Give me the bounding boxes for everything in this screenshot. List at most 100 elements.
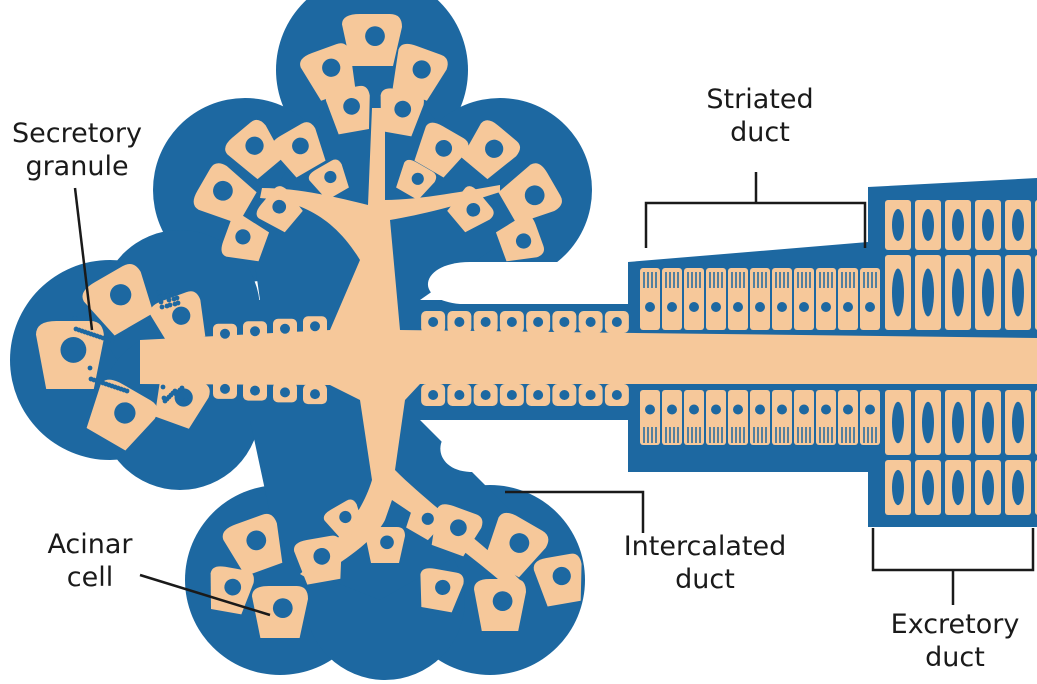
intercalated-duct-label: Intercalated duct	[605, 530, 805, 596]
excretory-cell-nucleus	[982, 209, 994, 241]
intercalated-cell-nucleus	[428, 317, 438, 327]
intercalated-cell-nucleus	[454, 390, 464, 400]
striated-cell	[860, 390, 880, 445]
striated-cell-nucleus	[843, 302, 853, 312]
striated-cell-nucleus	[689, 302, 699, 312]
excretory-cell	[1005, 255, 1031, 330]
striated-cell-body	[860, 390, 880, 445]
excretory-cell-nucleus	[982, 470, 994, 505]
intercalated-cell	[243, 321, 267, 341]
excretory-cell	[885, 200, 911, 250]
striated-cell-body	[750, 268, 770, 330]
striated-cell-body	[640, 268, 660, 330]
excretory-cell	[945, 200, 971, 250]
excretory-cell-nucleus	[982, 402, 994, 444]
striated-cell-nucleus	[645, 405, 655, 415]
acinar-cell	[474, 579, 526, 631]
granule-dot	[73, 316, 78, 321]
striated-cell-nucleus	[777, 405, 787, 415]
striated-cell-body	[772, 268, 792, 330]
intercalated-cell	[421, 311, 445, 333]
striated-cell-nucleus	[711, 302, 721, 312]
striated-cell-nucleus	[733, 302, 743, 312]
striated-cell	[706, 268, 726, 330]
intercalated-cell-nucleus	[533, 390, 543, 400]
acinar-cell-nucleus	[365, 26, 385, 46]
intercalated-cell-nucleus	[310, 321, 320, 331]
striated-cell	[838, 268, 858, 330]
intercalated-cell	[500, 384, 524, 406]
granule-dot	[173, 389, 178, 394]
striated-cell	[640, 390, 660, 445]
intercalated-cell-nucleus	[612, 390, 622, 400]
intercalated-cell-nucleus	[507, 390, 517, 400]
striated-cell-body	[816, 268, 836, 330]
striated-cell-nucleus	[645, 302, 655, 312]
striated-cell-body	[794, 268, 814, 330]
granule-dot	[184, 398, 189, 403]
excretory-cell	[975, 460, 1001, 515]
granule-dot	[160, 305, 165, 310]
intercalated-cell	[500, 311, 524, 333]
granule-dot	[157, 290, 162, 295]
striated-cell	[684, 268, 704, 330]
striated-cell-body	[640, 390, 660, 445]
excretory-cell-nucleus	[922, 470, 934, 505]
excretory-cell	[1005, 390, 1031, 455]
excretory-cell	[1005, 460, 1031, 515]
intercalated-cell	[605, 384, 629, 406]
intercalated-cell-nucleus	[559, 390, 569, 400]
acinar-cell-label: Acinar cell	[30, 528, 150, 594]
striated-cell	[816, 268, 836, 330]
striated-cell	[728, 390, 748, 445]
intercalated-cell-nucleus	[280, 387, 290, 397]
striated-cell-nucleus	[799, 405, 809, 415]
striated-cell-nucleus	[777, 302, 787, 312]
striated-cell	[816, 390, 836, 445]
secretory-granule-label-line1: Secretory	[2, 117, 152, 150]
excretory-cell-nucleus	[1012, 269, 1024, 317]
striated-cell	[772, 268, 792, 330]
intercalated-duct-label-line1: Intercalated	[605, 530, 805, 563]
excretory-cell	[975, 255, 1001, 330]
intercalated-cell-nucleus	[250, 386, 260, 396]
granule-dot	[166, 293, 171, 298]
excretory-cell-nucleus	[1012, 209, 1024, 241]
excretory-cell	[885, 460, 911, 515]
excretory-duct-label: Excretory duct	[875, 608, 1035, 674]
excretory-cell	[945, 255, 971, 330]
intercalated-cell-nucleus	[310, 389, 320, 399]
intercalated-cell	[552, 311, 576, 333]
intercalated-cell-nucleus	[454, 317, 464, 327]
intercalated-cell-nucleus	[533, 317, 543, 327]
intercalated-cell-nucleus	[220, 329, 230, 339]
intercalated-cell	[526, 311, 550, 333]
intercalated-cell	[273, 319, 297, 339]
striated-cell	[794, 390, 814, 445]
excretory-cell	[915, 200, 941, 250]
acinar-cell-nucleus	[60, 337, 86, 363]
striated-cell-body	[750, 390, 770, 445]
striated-cell	[706, 390, 726, 445]
excretory-cell	[1005, 200, 1031, 250]
intercalated-cell	[213, 379, 237, 399]
striated-cell	[860, 268, 880, 330]
intercalated-cell-nucleus	[220, 384, 230, 394]
excretory-duct-bracket	[873, 528, 1033, 605]
striated-cell-body	[816, 390, 836, 445]
intercalated-cell	[303, 384, 327, 404]
striated-cell	[772, 390, 792, 445]
excretory-cell	[915, 460, 941, 515]
acinar-cell-label-line1: Acinar	[30, 528, 150, 561]
granule-dot	[162, 396, 167, 401]
granule-dot	[168, 303, 173, 308]
intercalated-cell-nucleus	[481, 317, 491, 327]
intercalated-cell	[579, 384, 603, 406]
intercalated-cell	[526, 384, 550, 406]
acinar-cell	[365, 527, 405, 563]
striated-cell-body	[662, 268, 682, 330]
excretory-cell-nucleus	[892, 209, 904, 241]
striated-duct-label: Striated duct	[680, 83, 840, 149]
intercalated-cell	[474, 384, 498, 406]
